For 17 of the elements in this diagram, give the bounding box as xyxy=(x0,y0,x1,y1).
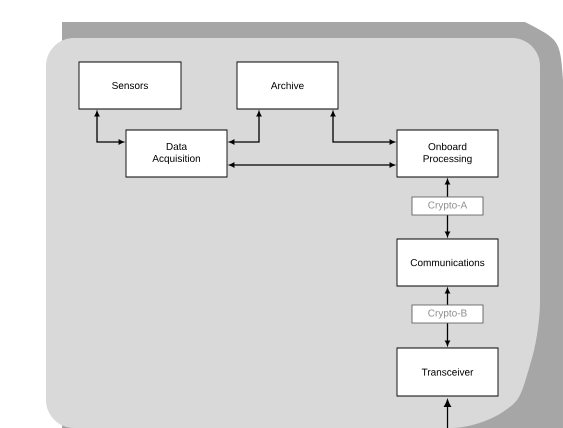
arrow xyxy=(445,179,450,197)
process-box: Data Acquisition xyxy=(126,130,228,178)
crypto-box: Crypto-B xyxy=(412,304,484,324)
arrow xyxy=(445,215,450,237)
arrow xyxy=(444,400,451,407)
process-box: Transceiver xyxy=(396,348,498,396)
arrow xyxy=(229,162,395,168)
arrow xyxy=(330,111,395,144)
arrow xyxy=(229,111,262,144)
arrow xyxy=(94,111,124,144)
arrow xyxy=(445,323,450,346)
process-box: Archive xyxy=(236,62,338,110)
crypto-box: Crypto-A xyxy=(412,196,484,216)
process-box: Onboard Processing xyxy=(396,130,498,178)
process-box: Sensors xyxy=(78,62,182,110)
process-box: Communications xyxy=(396,238,498,286)
arrow xyxy=(445,288,450,305)
